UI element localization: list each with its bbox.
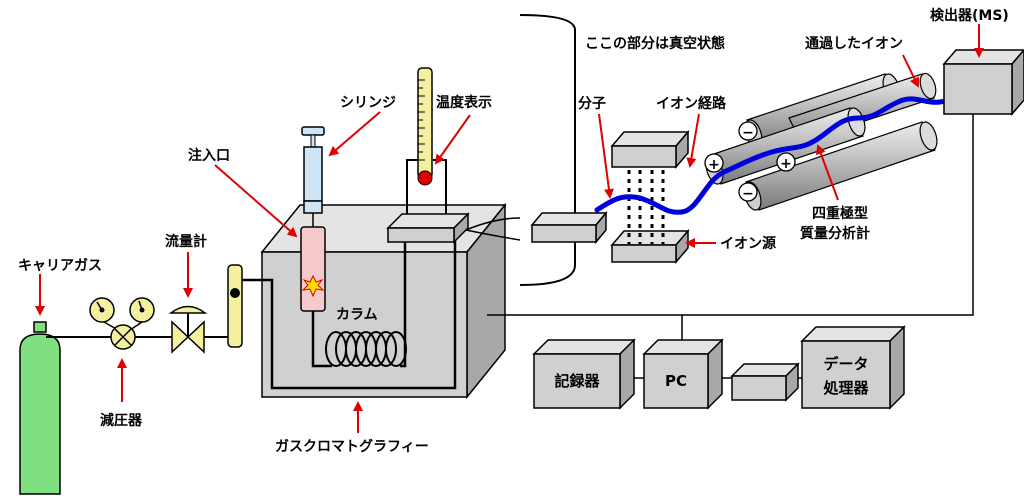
molecule-inlet-block xyxy=(530,210,608,245)
label-flow-meter: 流量計 xyxy=(165,233,207,250)
data-processor-label-line2: 処理器 xyxy=(822,379,869,397)
pc-label: PC xyxy=(665,372,687,390)
label-gas-chromatography: ガスクロマトグラフィー xyxy=(275,438,429,455)
thermometer xyxy=(417,67,433,186)
label-syringe: シリンジ xyxy=(340,95,396,111)
detector-box xyxy=(942,48,1024,117)
gas-cylinder xyxy=(19,321,61,495)
label-passed-ions: 通過したイオン xyxy=(805,36,903,52)
pc-box: PC xyxy=(642,338,724,410)
minus-symbol-bottom: − xyxy=(742,186,754,202)
column-line-right xyxy=(400,228,407,368)
label-vacuum-note: ここの部分は真空状態 xyxy=(585,35,725,52)
flow-valve xyxy=(168,305,208,354)
label-temperature-display: 温度表示 xyxy=(436,94,492,111)
pressure-regulator xyxy=(89,297,155,350)
label-injection-port: 注入口 xyxy=(188,147,230,164)
arrow-quadrupole xyxy=(816,144,839,201)
label-ion-path: イオン経路 xyxy=(656,95,727,112)
recorder-label: 記録器 xyxy=(554,372,600,390)
flow-meter-tube xyxy=(227,264,243,348)
plus-symbol-left: + xyxy=(708,157,720,173)
arrow-passed-ions xyxy=(902,54,920,88)
minus-symbol-top: − xyxy=(742,125,754,141)
callout-arrows xyxy=(35,24,984,433)
label-quadrupole-line2: 質量分析計 xyxy=(800,225,870,242)
recorder-box: 記録器 xyxy=(532,338,636,410)
label-column: カラム xyxy=(336,307,378,323)
injection-port-tube xyxy=(300,226,326,312)
ion-path-wave xyxy=(594,85,975,215)
label-regulator: 減圧器 xyxy=(100,412,143,429)
data-processor-box: データ 処理器 xyxy=(800,325,906,410)
plus-symbol-right: + xyxy=(780,156,792,172)
signal-line-main xyxy=(487,114,974,316)
label-detector: 検出器(MS) xyxy=(930,7,1009,24)
arrow-ion-path xyxy=(686,113,700,168)
column-oven xyxy=(260,202,507,400)
syringe xyxy=(301,126,325,227)
quadrupole-rods: − + + − xyxy=(704,72,938,211)
arrow-injection-port xyxy=(214,164,298,238)
ion-source xyxy=(610,129,690,265)
label-ion-source: イオン源 xyxy=(720,235,776,252)
internal-gas-line xyxy=(242,220,457,390)
label-carrier-gas: キャリアガス xyxy=(18,258,102,274)
rod-polarity-symbols: − + + − xyxy=(704,121,796,202)
label-molecule: 分子 xyxy=(578,96,606,112)
column-coil xyxy=(325,331,407,367)
arrow-molecule xyxy=(598,113,614,199)
arrow-temperature xyxy=(434,114,471,165)
interface-box xyxy=(730,362,800,402)
vacuum-bracket xyxy=(519,14,576,286)
arrow-syringe xyxy=(328,111,381,157)
label-quadrupole-line1: 四重極型 xyxy=(812,205,868,222)
data-processor-label-line1: データ xyxy=(823,355,868,373)
column-line-left xyxy=(311,311,332,368)
heater-block xyxy=(386,212,470,244)
